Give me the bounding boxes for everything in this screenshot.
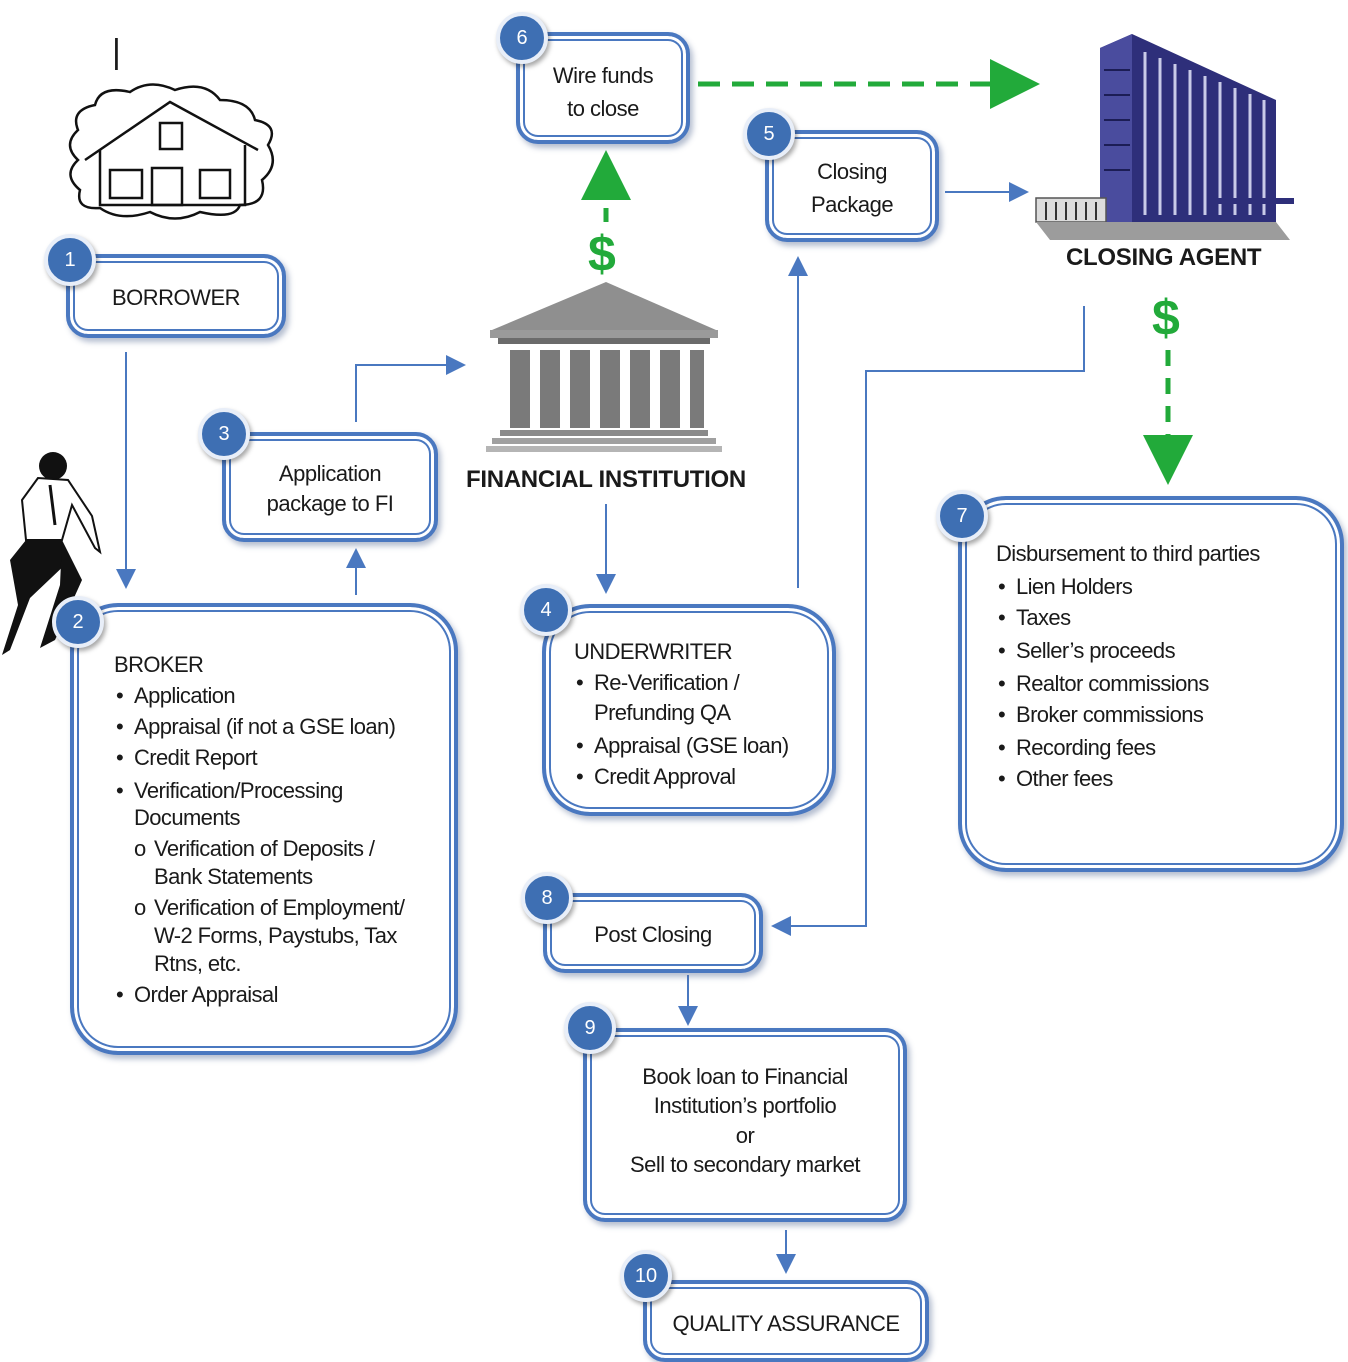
step-underwriter-box[interactable]: UNDERWRITER Re-Verification / Prefunding… xyxy=(542,604,836,816)
broker-item: Verification/Processing xyxy=(114,775,444,806)
wire-funds-line2: to close xyxy=(567,96,639,121)
arrow-application-to-fi xyxy=(355,355,466,422)
disbursement-item: Realtor commissions xyxy=(996,668,1336,699)
step-book-loan-box[interactable]: Book loan to Financial Institution’s por… xyxy=(583,1028,907,1222)
step-quality-assurance-box[interactable]: QUALITY ASSURANCE xyxy=(643,1280,929,1362)
broker-item-cont: Documents xyxy=(134,805,240,830)
dollar-sign-fi: $ xyxy=(588,226,616,282)
wire-funds-line1: Wire funds xyxy=(552,63,654,88)
post-closing-label: Post Closing xyxy=(594,922,712,947)
broker-item: Order Appraisal xyxy=(114,979,444,1010)
house-icon xyxy=(68,83,275,220)
step-badge-2: 2 xyxy=(52,596,104,648)
bank-building-icon xyxy=(486,282,722,452)
step-broker-box[interactable]: BROKER Application Appraisal (if not a G… xyxy=(70,603,458,1055)
book-loan-or: or xyxy=(735,1123,755,1148)
step-application-package-box[interactable]: Application package to FI xyxy=(222,432,438,542)
book-loan-line2: Institution’s portfolio xyxy=(653,1093,837,1118)
broker-content: BROKER Application Appraisal (if not a G… xyxy=(114,649,444,1010)
underwriter-item: Appraisal (GSE loan) xyxy=(574,730,834,761)
step-badge-6: 6 xyxy=(496,12,548,64)
broker-item: Application xyxy=(114,680,444,711)
step-badge-4: 4 xyxy=(520,584,572,636)
underwriter-content: UNDERWRITER Re-Verification / Prefunding… xyxy=(574,636,834,792)
broker-item: Credit Report xyxy=(114,742,444,773)
broker-subitem: Verification of Employment/ xyxy=(114,892,444,923)
underwriter-item: Credit Approval xyxy=(574,761,834,792)
arrow-agent-to-post-closing xyxy=(771,306,1085,936)
quality-assurance-label: QUALITY ASSURANCE xyxy=(672,1311,900,1336)
office-building-icon xyxy=(1035,34,1294,240)
underwriter-item-cont: Prefunding QA xyxy=(594,700,731,725)
top-mark: | xyxy=(112,33,121,71)
step-post-closing-box[interactable]: Post Closing xyxy=(543,893,763,973)
disbursement-content: Disbursement to third parties Lien Holde… xyxy=(996,538,1336,794)
financial-institution-label: FINANCIAL INSTITUTION xyxy=(466,466,746,493)
step-badge-7: 7 xyxy=(936,490,988,542)
closing-agent-label: CLOSING AGENT xyxy=(1066,244,1262,271)
disbursement-item: Taxes xyxy=(996,602,1336,633)
step-wire-funds-box[interactable]: Wire funds to close xyxy=(516,32,690,144)
broker-subitem-cont: W-2 Forms, Paystubs, Tax xyxy=(154,923,397,948)
broker-subitem-cont: Bank Statements xyxy=(154,864,313,889)
disbursement-title: Disbursement to third parties xyxy=(996,541,1260,566)
application-line2: package to FI xyxy=(266,491,394,516)
broker-person-icon xyxy=(2,452,102,655)
step-badge-3: 3 xyxy=(198,408,250,460)
disbursement-item: Other fees xyxy=(996,763,1336,794)
step-disbursement-box[interactable]: Disbursement to third parties Lien Holde… xyxy=(958,496,1344,872)
book-loan-line1: Book loan to Financial xyxy=(642,1064,848,1089)
disbursement-item: Lien Holders xyxy=(996,571,1336,602)
borrower-label: BORROWER xyxy=(112,285,241,310)
broker-item: Appraisal (if not a GSE loan) xyxy=(114,711,444,742)
step-badge-9: 9 xyxy=(564,1002,616,1054)
step-badge-5: 5 xyxy=(743,108,795,160)
disbursement-item: Broker commissions xyxy=(996,699,1336,730)
disbursement-item: Recording fees xyxy=(996,732,1336,763)
disbursement-item: Seller’s proceeds xyxy=(996,635,1336,666)
step-closing-package-box[interactable]: Closing Package xyxy=(765,130,939,242)
broker-subitem-cont: Rtns, etc. xyxy=(154,951,242,976)
application-line1: Application xyxy=(278,461,382,486)
broker-subitem: Verification of Deposits / xyxy=(114,833,444,864)
closing-package-line1: Closing xyxy=(817,159,887,184)
book-loan-line4: Sell to secondary market xyxy=(629,1152,861,1177)
underwriter-title: UNDERWRITER xyxy=(574,639,733,664)
underwriter-item: Re-Verification / xyxy=(574,667,834,698)
dollar-sign-agent: $ xyxy=(1152,290,1180,346)
broker-title: BROKER xyxy=(114,652,204,677)
step-badge-8: 8 xyxy=(521,872,573,924)
step-borrower-box[interactable]: BORROWER xyxy=(66,254,286,338)
step-badge-10: 10 xyxy=(620,1250,672,1302)
closing-package-line2: Package xyxy=(810,192,894,217)
step-badge-1: 1 xyxy=(44,234,96,286)
